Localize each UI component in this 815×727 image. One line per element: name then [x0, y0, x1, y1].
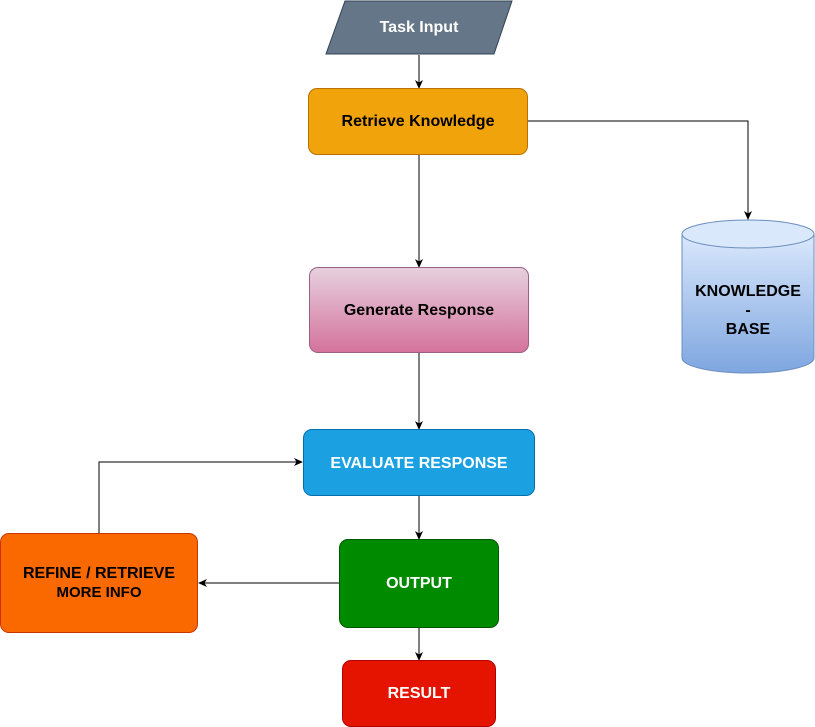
result-node[interactable]: RESULT — [342, 660, 496, 727]
knowledge-base-line1: KNOWLEDGE — [695, 282, 801, 300]
task-input-node[interactable]: Task Input — [326, 1, 512, 54]
output-node[interactable]: OUTPUT — [339, 539, 499, 628]
output-label: OUTPUT — [386, 575, 452, 592]
edge-refine-to-evaluate — [98, 458, 303, 533]
knowledge-base-line2: - — [745, 301, 751, 319]
evaluate-response-label: EVALUATE RESPONSE — [330, 455, 508, 472]
edge-retrieve-to-kb — [528, 120, 752, 220]
refine-label-line2: MORE INFO — [56, 584, 142, 601]
generate-response-node[interactable]: Generate Response — [309, 267, 529, 353]
refine-retrieve-node[interactable]: REFINE / RETRIEVE MORE INFO — [0, 533, 198, 633]
retrieve-knowledge-label: Retrieve Knowledge — [341, 113, 495, 130]
result-label: RESULT — [387, 685, 451, 702]
refine-label-line1: REFINE / RETRIEVE — [22, 565, 176, 582]
knowledge-base-cylinder[interactable] — [681, 219, 815, 374]
retrieve-knowledge-node[interactable]: Retrieve Knowledge — [308, 88, 528, 155]
task-input-label: Task Input — [379, 19, 459, 36]
generate-response-label: Generate Response — [343, 301, 495, 319]
knowledge-base-line3: BASE — [725, 320, 771, 338]
evaluate-response-node[interactable]: EVALUATE RESPONSE — [303, 429, 535, 496]
task-input-shape[interactable] — [325, 0, 513, 55]
knowledge-base-node[interactable]: KNOWLEDGE - BASE — [682, 270, 814, 350]
